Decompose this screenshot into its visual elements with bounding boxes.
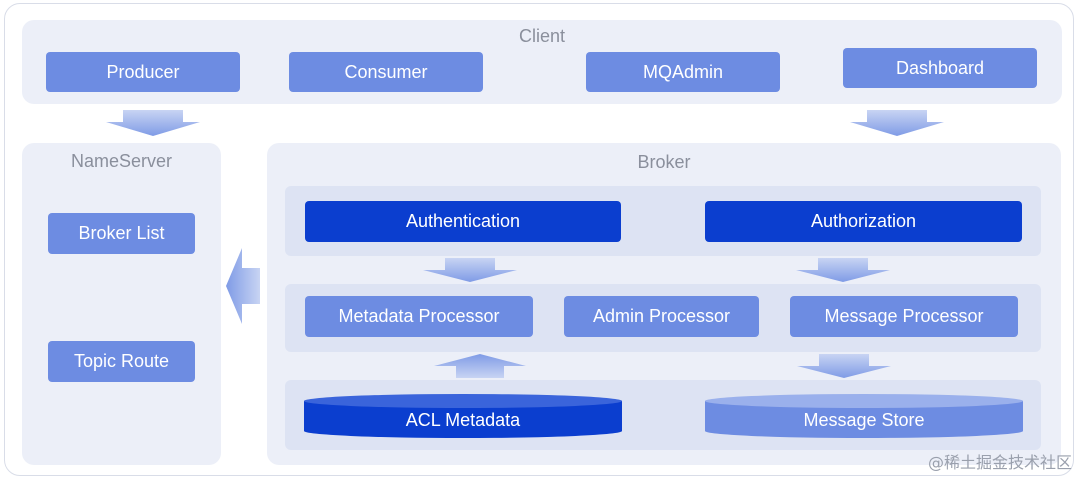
acl-metadata-cylinder [304, 394, 622, 438]
message-processor-to-store-arrow [797, 354, 891, 378]
consumer-box: Consumer [289, 52, 483, 92]
authorization-box: Authorization [705, 201, 1022, 242]
authentication-to-processor-arrow [423, 258, 517, 282]
topic-route-box: Topic Route [48, 341, 195, 382]
acl-metadata-label: ACL Metadata [405, 409, 521, 430]
client-to-nameserver-arrow [106, 110, 200, 136]
client-title: Client [518, 26, 566, 46]
message-processor-box: Message Processor [790, 296, 1018, 337]
message-store-cylinder [705, 394, 1023, 438]
nameserver-panel: NameServer [22, 143, 221, 465]
message-store-label: Message Store [803, 409, 925, 430]
acl-to-metadata-processor-arrow [434, 354, 526, 378]
client-to-broker-arrow [850, 110, 944, 136]
watermark: @稀土掘金技术社区 [927, 453, 1072, 472]
mqadmin-box: MQAdmin [586, 52, 780, 92]
broker-list-box: Broker List [48, 213, 195, 254]
authorization-to-processor-arrow [796, 258, 890, 282]
producer-box: Producer [46, 52, 240, 92]
authentication-box: Authentication [305, 201, 621, 242]
nameserver-title: NameServer [70, 151, 173, 171]
dashboard-box: Dashboard [843, 48, 1037, 88]
admin-processor-box: Admin Processor [564, 296, 759, 337]
broker-to-nameserver-arrow [226, 248, 260, 324]
broker-title: Broker [637, 152, 691, 172]
metadata-processor-box: Metadata Processor [305, 296, 533, 337]
